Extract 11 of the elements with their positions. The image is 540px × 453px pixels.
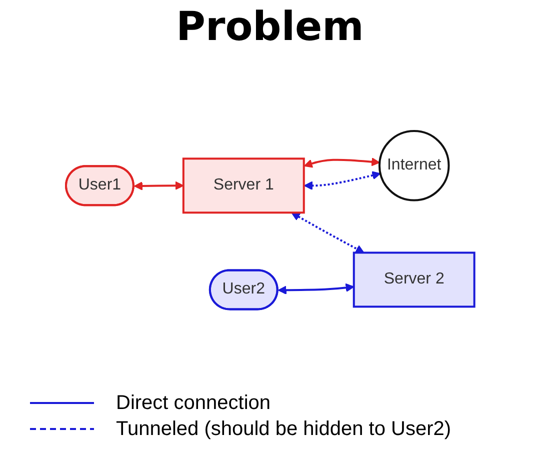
legend-text: Tunneled (should be hidden to User2) [116, 418, 452, 440]
arrow [278, 283, 354, 294]
arrow [304, 157, 380, 168]
arrow [134, 181, 184, 190]
node-circle: Internet [378, 130, 450, 202]
arrow [291, 212, 364, 253]
node-box: Server 2 [352, 252, 476, 308]
arrow [304, 170, 381, 190]
node-box: Server 1 [182, 158, 305, 214]
legend-text: Direct connection [116, 392, 271, 414]
title: Problem [175, 4, 365, 50]
